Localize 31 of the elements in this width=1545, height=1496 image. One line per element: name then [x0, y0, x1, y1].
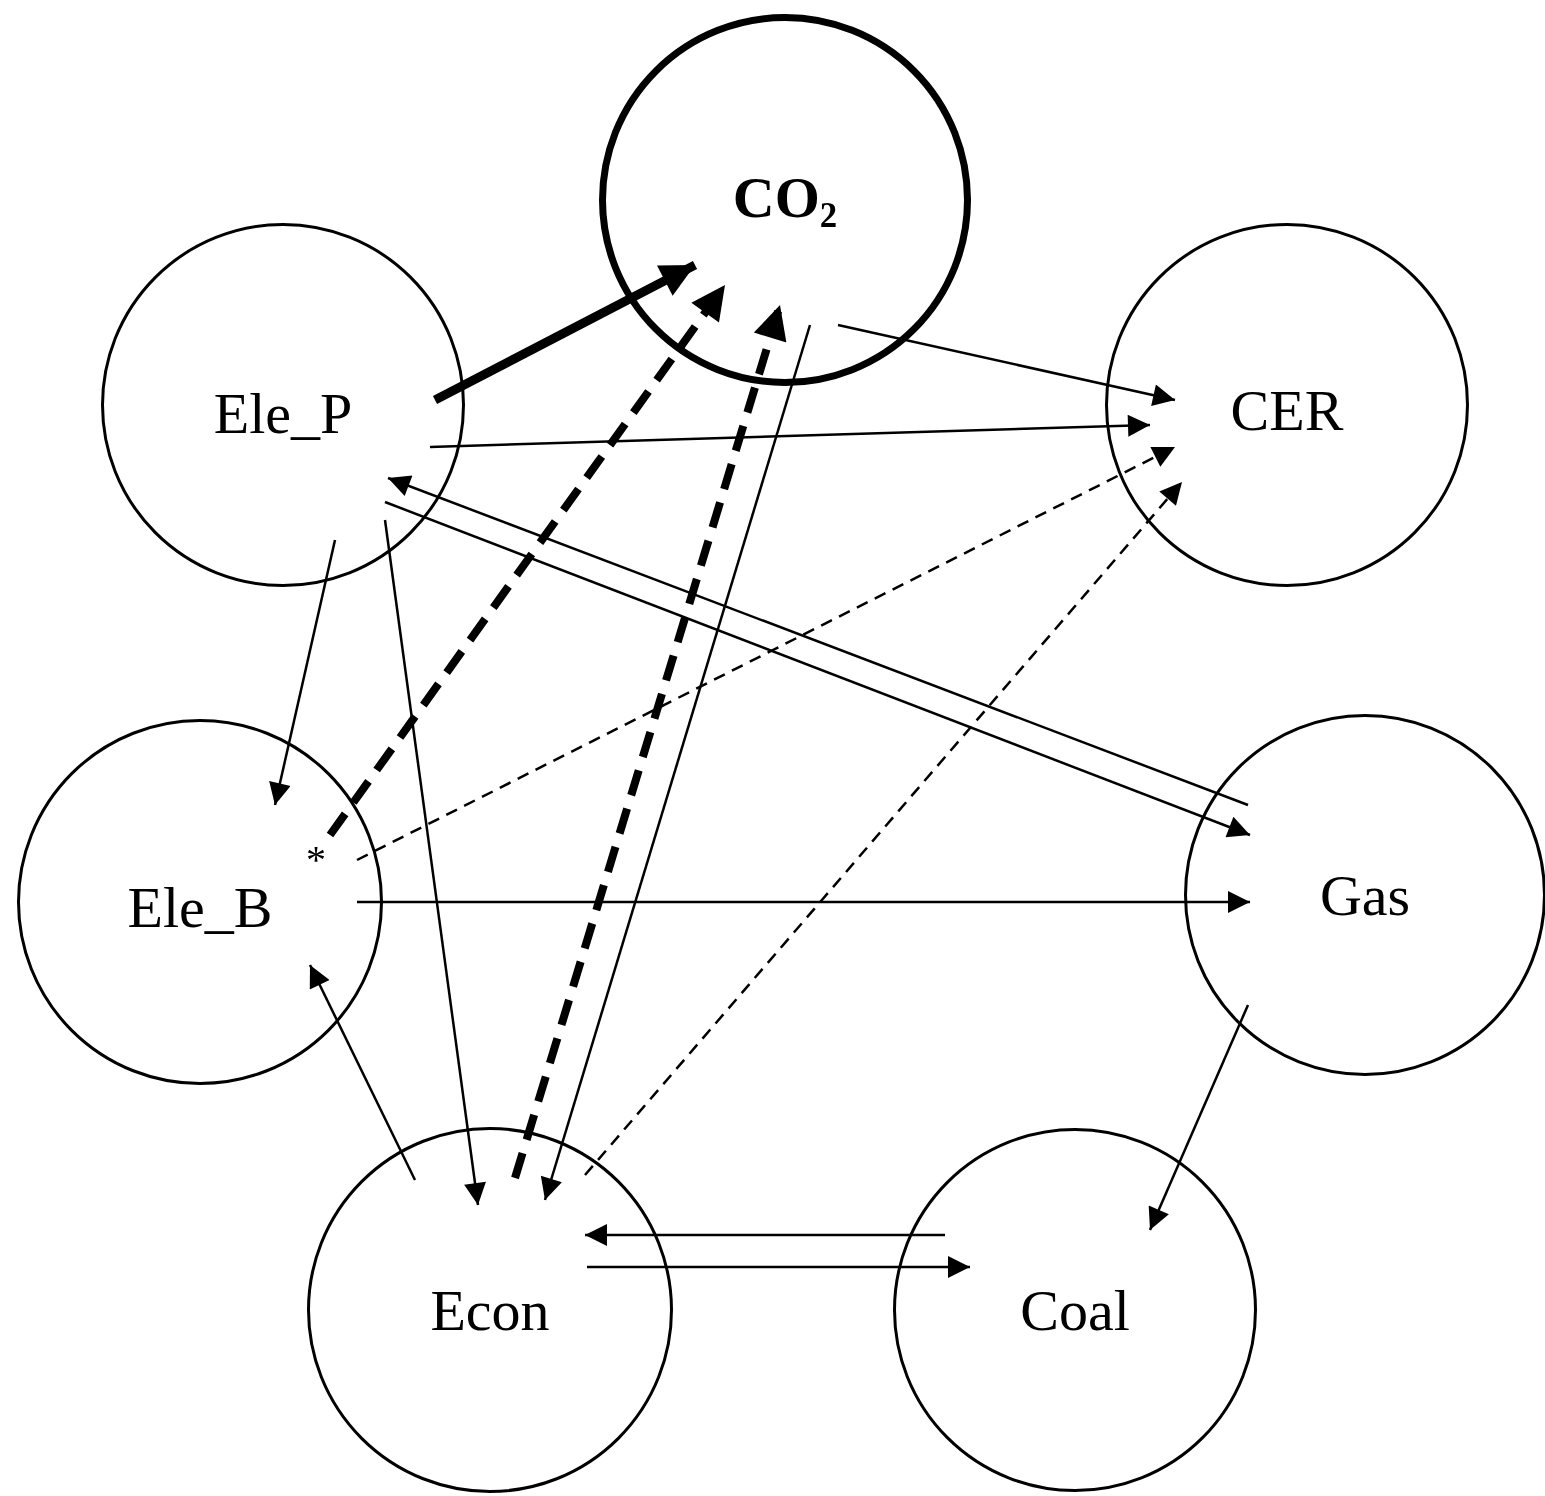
node-circle [599, 14, 971, 386]
node-circle [101, 223, 465, 587]
arrow [308, 964, 417, 1181]
arrow [384, 500, 1251, 838]
node-circle [307, 1127, 673, 1493]
arrow [1148, 1004, 1250, 1231]
node-circle [1105, 223, 1469, 587]
arrow [387, 475, 1249, 807]
arrow [587, 1256, 970, 1278]
arrow [357, 891, 1250, 913]
node-label: Gas [1319, 861, 1411, 929]
node-label: CER [1230, 376, 1344, 444]
arrow [432, 261, 698, 404]
arrow [511, 303, 787, 1180]
arrow [584, 481, 1183, 1176]
node-circle [1184, 714, 1545, 1076]
arrow [269, 539, 337, 806]
arrow [540, 324, 812, 1201]
node-circle [17, 719, 383, 1085]
node-label: Ele_P [213, 379, 353, 447]
node-label: Ele_B [127, 873, 273, 941]
node-label: Coal [1020, 1276, 1130, 1344]
arrow [585, 1224, 945, 1246]
arrow [429, 414, 1151, 449]
arrow [356, 445, 1176, 862]
asterisk-mark: * [306, 836, 326, 883]
node-label: Econ [430, 1276, 550, 1344]
node-label: CO$_{2}$ [732, 163, 838, 237]
arrow [383, 519, 486, 1206]
arrow [837, 323, 1176, 406]
node-circle [893, 1128, 1257, 1492]
